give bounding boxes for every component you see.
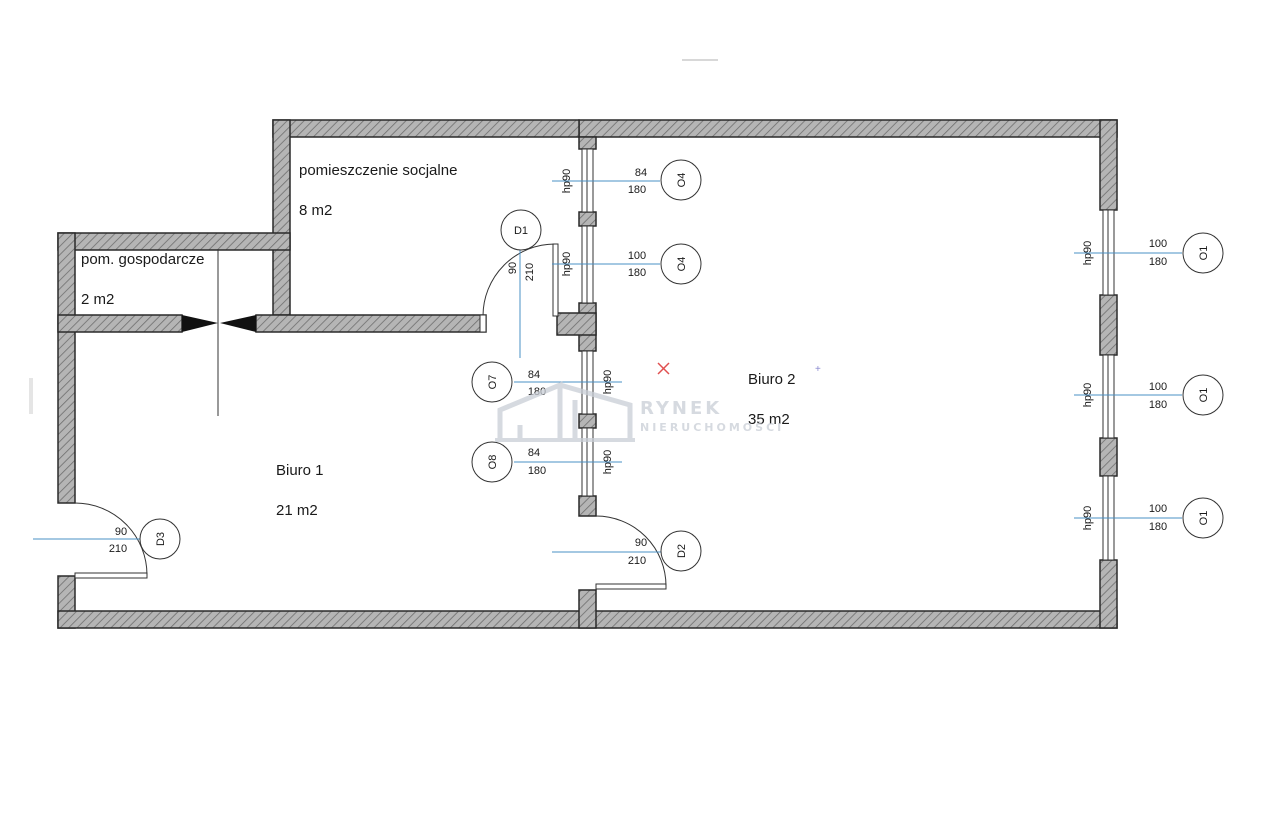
width-label: 90 xyxy=(507,262,519,274)
room-area-biuro1: 21 m2 xyxy=(276,502,318,519)
tag-label: O7 xyxy=(487,375,499,390)
center-marker-icon xyxy=(657,362,670,375)
height-label: 180 xyxy=(528,465,546,477)
watermark-logo: RYNEK NIERUCHOMOŚCI xyxy=(495,381,784,442)
leader-lines xyxy=(33,180,1182,553)
opening-d3: 90 210 D3 xyxy=(109,518,181,560)
width-label: 100 xyxy=(628,250,646,262)
tag-label: O1 xyxy=(1198,388,1210,403)
sill-label: hp90 xyxy=(561,169,573,193)
sill-label: hp90 xyxy=(1082,383,1094,407)
right-windows xyxy=(1102,209,1115,561)
width-label: 100 xyxy=(1149,381,1167,393)
sill-label: hp90 xyxy=(602,370,614,394)
room-area-gospodarcze: 2 m2 xyxy=(81,291,114,308)
door-d2 xyxy=(595,515,667,590)
tag-label: O1 xyxy=(1198,246,1210,261)
room-name-socjalne: pomieszczenie socjalne xyxy=(299,162,457,179)
door-d3 xyxy=(74,502,148,579)
tag-label: O4 xyxy=(676,257,688,272)
tag-label: D3 xyxy=(155,532,167,546)
room-name-biuro1: Biuro 1 xyxy=(276,462,324,479)
opening-d2: 90 210 D2 xyxy=(628,530,702,572)
opening-o4-upper: hp90 84 180 O4 xyxy=(561,159,702,201)
room-name-biuro2: Biuro 2 xyxy=(748,371,796,388)
opening-o8: O8 84 180 hp90 xyxy=(471,441,614,483)
opening-d1: D1 90 210 xyxy=(500,209,542,281)
width-label: 84 xyxy=(635,167,647,179)
watermark-line1: RYNEK xyxy=(640,398,722,419)
opening-o4-lower: hp90 100 180 O4 xyxy=(561,243,702,285)
room-area-socjalne: 8 m2 xyxy=(299,202,332,219)
sill-label: hp90 xyxy=(1082,241,1094,265)
height-label: 180 xyxy=(1149,399,1167,411)
height-label: 180 xyxy=(1149,256,1167,268)
width-label: 90 xyxy=(115,526,127,538)
width-label: 84 xyxy=(528,447,540,459)
width-label: 100 xyxy=(1149,503,1167,515)
height-label: 210 xyxy=(628,555,646,567)
height-label: 180 xyxy=(628,267,646,279)
room-area-biuro2: 35 m2 xyxy=(748,411,790,428)
door-d1 xyxy=(479,243,559,333)
walls xyxy=(57,119,1118,629)
tag-label: D2 xyxy=(676,544,688,558)
opening-o1-top: hp90 100 180 O1 xyxy=(1082,232,1224,274)
height-label: 180 xyxy=(628,184,646,196)
width-label: 84 xyxy=(528,369,540,381)
tag-label: O4 xyxy=(676,173,688,188)
tag-label: O8 xyxy=(487,455,499,470)
width-label: 90 xyxy=(635,537,647,549)
width-label: 100 xyxy=(1149,238,1167,250)
height-label: 210 xyxy=(524,263,536,281)
tag-label: D1 xyxy=(514,225,528,237)
sill-label: hp90 xyxy=(602,450,614,474)
room-name-gospodarcze: pom. gospodarcze xyxy=(81,251,204,268)
opening-o1-middle: hp90 100 180 O1 xyxy=(1082,374,1224,416)
tag-label: O1 xyxy=(1198,511,1210,526)
sill-label: hp90 xyxy=(1082,506,1094,530)
svg-text:+: + xyxy=(815,364,821,375)
sill-label: hp90 xyxy=(561,252,573,276)
watermark-line2: NIERUCHOMOŚCI xyxy=(640,421,784,434)
height-label: 180 xyxy=(1149,521,1167,533)
door-gospodarcze xyxy=(182,250,256,416)
height-label: 210 xyxy=(109,543,127,555)
opening-o1-bottom: hp90 100 180 O1 xyxy=(1082,497,1224,539)
